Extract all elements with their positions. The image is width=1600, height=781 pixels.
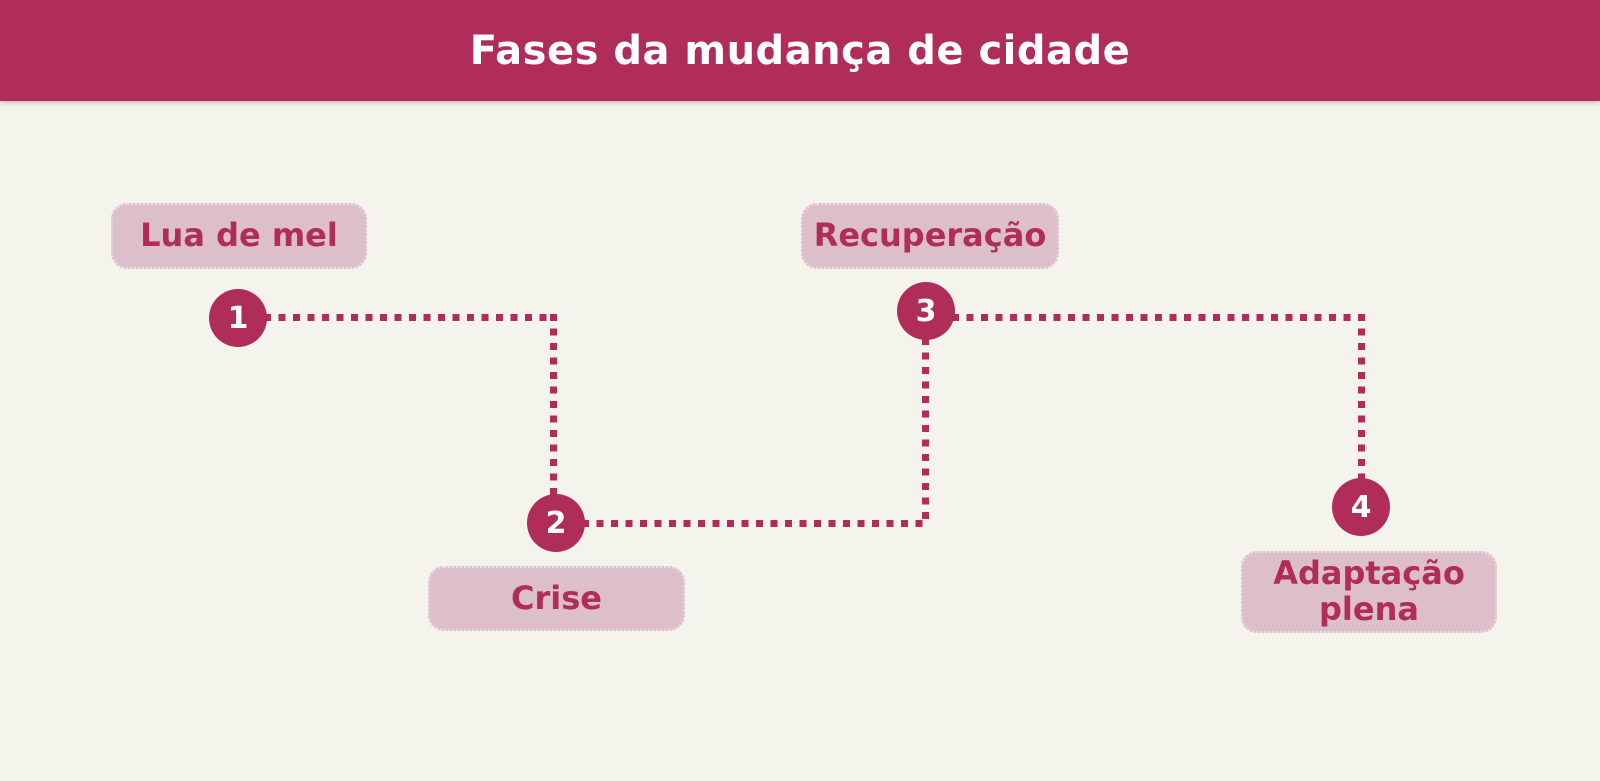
step-label: Crise [511,578,602,617]
connector-2-3-vertical [922,338,929,524]
step-label-box-crise: Crise [428,566,685,631]
step-label: Recuperação [813,216,1047,255]
page-title: Fases da mudança de cidade [469,27,1131,74]
step-label: Lua de mel [140,216,338,255]
step-circle-1: 1 [209,289,267,347]
title-banner: Fases da mudança de cidade [0,0,1600,101]
connector-3-4-horizontal [952,314,1365,321]
step-label-box-adaptacao-plena: Adaptação plena [1241,551,1497,633]
step-label: Adaptação plena [1273,554,1465,628]
step-label-box-recuperacao: Recuperação [801,203,1059,269]
connector-1-2-vertical [550,314,557,498]
step-circle-4: 4 [1332,478,1390,536]
step-circle-3: 3 [897,282,955,340]
connector-2-3-horizontal [582,520,926,527]
step-number: 1 [227,300,249,336]
connector-3-4-vertical [1358,314,1365,482]
connector-1-2-horizontal [264,314,557,321]
step-circle-2: 2 [527,494,585,552]
step-number: 2 [545,505,567,541]
step-label-box-lua-de-mel: Lua de mel [111,203,367,269]
step-number: 3 [915,293,937,329]
step-number: 4 [1350,489,1372,525]
